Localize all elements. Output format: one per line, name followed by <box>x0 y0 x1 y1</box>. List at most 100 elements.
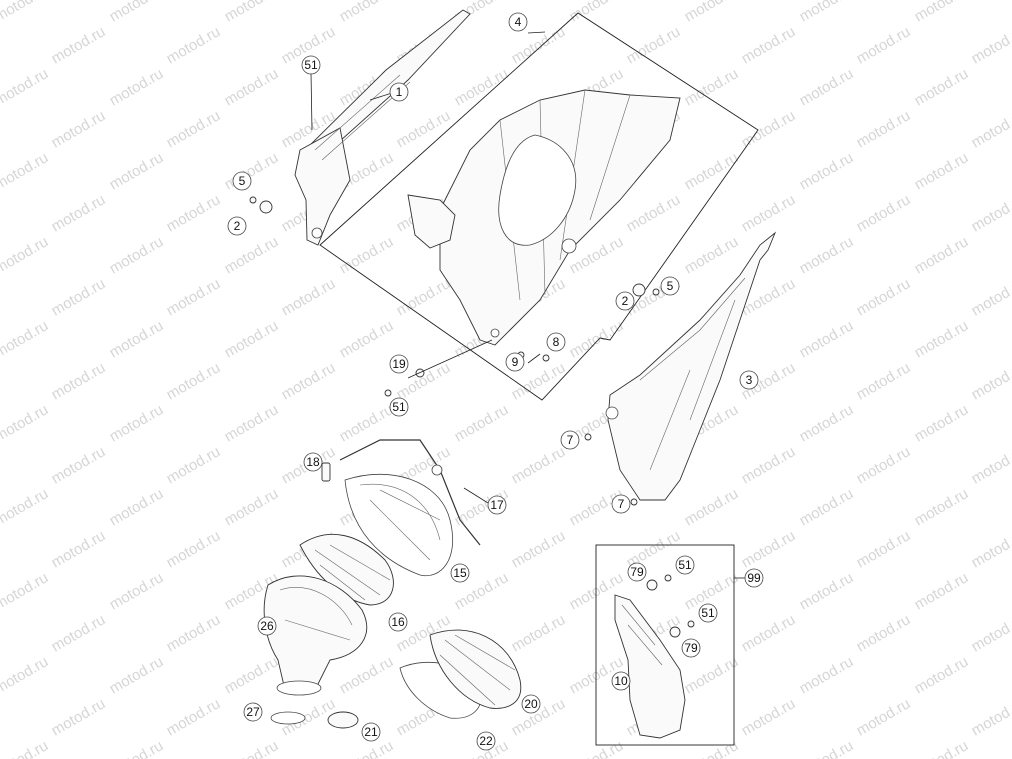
watermark-text: motod.ru <box>969 359 1012 403</box>
watermark-text: motod.ru <box>222 401 282 445</box>
svg-text:51: 51 <box>304 58 318 72</box>
part-79-grommet-lower <box>669 626 681 638</box>
watermark-text: motod.ru <box>739 611 799 655</box>
watermark-text: motod.ru <box>107 317 167 361</box>
watermark-text: motod.ru <box>912 0 972 25</box>
watermark-text: motod.ru <box>164 611 224 655</box>
watermark-text: motod.ru <box>797 653 857 697</box>
watermark-text: motod.ru <box>854 611 914 655</box>
callout-26: 26 <box>257 616 277 636</box>
watermark-text: motod.ru <box>854 191 914 235</box>
part-3-side-panel <box>605 231 777 501</box>
watermark-text: motod.ru <box>797 149 857 193</box>
watermark-text: motod.ru <box>222 65 282 109</box>
watermark-text: motod.ru <box>222 149 282 193</box>
callout-99: 99 <box>744 568 764 588</box>
callout-21: 21 <box>361 722 381 742</box>
svg-text:7: 7 <box>618 497 625 511</box>
watermark-text: motod.ru <box>164 695 224 739</box>
svg-text:51: 51 <box>678 558 692 572</box>
callout-16: 16 <box>388 612 408 632</box>
watermark-text: motod.ru <box>222 317 282 361</box>
callout-51-kit-lower: 51 <box>698 603 718 623</box>
watermark-text: motod.ru <box>969 23 1012 67</box>
watermark-text: motod.ru <box>854 275 914 319</box>
svg-text:20: 20 <box>524 697 538 711</box>
svg-text:51: 51 <box>392 400 406 414</box>
part-5-washer-right <box>652 288 660 296</box>
watermark-text: motod.ru <box>797 233 857 277</box>
watermark-text: motod.ru <box>0 569 51 613</box>
watermark-text: motod.ru <box>912 65 972 109</box>
part-2-grommet-left <box>259 200 273 214</box>
svg-text:21: 21 <box>364 725 378 739</box>
watermark-text: motod.ru <box>682 65 742 109</box>
watermark-text: motod.ru <box>969 695 1012 739</box>
watermark-text: motod.ru <box>107 233 167 277</box>
watermark-text: motod.ru <box>452 401 512 445</box>
callout-2-right: 2 <box>615 291 635 311</box>
part-5-washer-left <box>249 196 257 204</box>
callout-2-left: 2 <box>227 216 247 236</box>
watermark-text: motod.ru <box>854 527 914 571</box>
watermark-text: motod.ru <box>509 611 569 655</box>
part-26-intake-boot <box>263 575 367 696</box>
watermark-text: motod.ru <box>49 191 109 235</box>
watermark-text: motod.ru <box>797 569 857 613</box>
svg-text:9: 9 <box>512 355 519 369</box>
watermark-text: motod.ru <box>222 0 282 25</box>
watermark-text: motod.ru <box>682 485 742 529</box>
watermark-text: motod.ru <box>912 317 972 361</box>
part-20-filter-base <box>429 629 522 709</box>
callout-7-upper: 7 <box>560 430 580 450</box>
watermark-text: motod.ru <box>739 695 799 739</box>
watermark-text: motod.ru <box>49 23 109 67</box>
watermark-text: motod.ru <box>337 317 397 361</box>
watermark-text: motod.ru <box>49 107 109 151</box>
watermark-text: motod.ru <box>0 401 51 445</box>
watermark-text: motod.ru <box>969 191 1012 235</box>
watermark-text: motod.ru <box>164 107 224 151</box>
watermark-text: motod.ru <box>49 359 109 403</box>
watermark-text: motod.ru <box>567 0 627 25</box>
watermark-text: motod.ru <box>0 149 51 193</box>
part-10-number-plate <box>614 594 686 739</box>
watermark-text: motod.ru <box>164 23 224 67</box>
svg-text:8: 8 <box>553 335 560 349</box>
watermark-text: motod.ru <box>222 653 282 697</box>
part-15-air-filter <box>344 473 454 577</box>
watermark-text: motod.ru <box>49 527 109 571</box>
svg-text:10: 10 <box>614 674 628 688</box>
watermark-text: motod.ru <box>164 443 224 487</box>
svg-text:26: 26 <box>260 619 274 633</box>
watermark-text: motod.ru <box>107 65 167 109</box>
watermark-text: motod.ru <box>854 359 914 403</box>
svg-text:15: 15 <box>453 566 467 580</box>
callout-19: 19 <box>389 354 409 374</box>
callout-7-lower: 7 <box>611 494 631 514</box>
watermark-text: motod.ru <box>49 695 109 739</box>
watermark-text: motod.ru <box>164 359 224 403</box>
watermark-text: motod.ru <box>222 233 282 277</box>
watermark-text: motod.ru <box>0 0 51 25</box>
watermark-text: motod.ru <box>337 0 397 25</box>
watermark-text: motod.ru <box>854 695 914 739</box>
callout-5-right: 5 <box>660 276 680 296</box>
callout-10: 10 <box>611 671 631 691</box>
part-8-pin <box>542 354 550 362</box>
watermark-text: motod.ru <box>682 0 742 25</box>
watermark-text: motod.ru <box>912 737 972 759</box>
watermark-text: motod.ru <box>49 275 109 319</box>
svg-text:7: 7 <box>567 433 574 447</box>
callout-9: 9 <box>505 352 525 372</box>
watermark-text: motod.ru <box>337 401 397 445</box>
watermark-text: motod.ru <box>164 527 224 571</box>
svg-text:1: 1 <box>396 85 403 99</box>
svg-text:4: 4 <box>515 15 522 29</box>
callout-27: 27 <box>243 702 263 722</box>
watermark-text: motod.ru <box>797 0 857 25</box>
watermark-text: motod.ru <box>0 233 51 277</box>
watermark-text: motod.ru <box>0 485 51 529</box>
watermark-text: motod.ru <box>682 149 742 193</box>
